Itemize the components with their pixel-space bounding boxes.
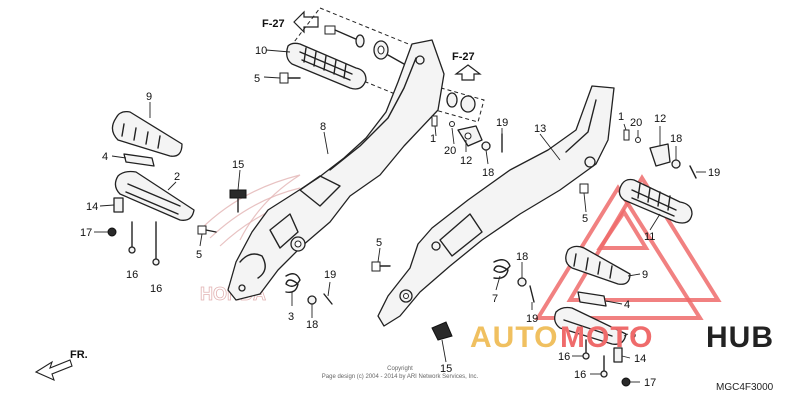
callout-5-right: 5 bbox=[376, 237, 382, 249]
pin-18-left bbox=[307, 295, 317, 305]
copyright-line-1: Copyright bbox=[387, 366, 413, 372]
bolt-17-right bbox=[621, 377, 631, 387]
bolt-group-right bbox=[446, 92, 476, 113]
callout-17-left: 17 bbox=[80, 227, 92, 239]
bolt-17-left bbox=[107, 227, 117, 237]
callout-8: 8 bbox=[320, 121, 326, 133]
footpeg-rubber-9-left bbox=[111, 110, 183, 157]
callout-4-right: 4 bbox=[624, 299, 630, 311]
callout-14-left: 14 bbox=[86, 201, 98, 213]
callout-5-top: 5 bbox=[254, 73, 260, 85]
callout-20-upper: 20 bbox=[444, 145, 456, 157]
spring-7 bbox=[493, 259, 511, 280]
callout-18-right-top: 18 bbox=[670, 133, 682, 145]
callout-18-right: 18 bbox=[516, 251, 528, 263]
callout-19-right: 19 bbox=[526, 313, 538, 325]
bolt-5-right bbox=[371, 261, 391, 272]
bolts-16-left bbox=[128, 221, 160, 266]
callout-16-left-b: 16 bbox=[150, 283, 162, 295]
callout-9-left: 9 bbox=[146, 91, 152, 103]
bolt-top bbox=[324, 25, 405, 65]
callout-3: 3 bbox=[288, 311, 294, 323]
callout-13: 13 bbox=[534, 123, 546, 135]
watermark-auto: AUTO bbox=[470, 321, 558, 354]
callout-10: 10 bbox=[255, 45, 267, 57]
callout-20-right: 20 bbox=[630, 117, 642, 129]
washer-18-upper bbox=[481, 141, 491, 151]
f27-label-right: F-27 bbox=[452, 51, 475, 63]
callout-15-right: 15 bbox=[440, 363, 452, 375]
pin-19-right bbox=[529, 285, 535, 303]
callout-labels: 10 5 9 4 2 14 17 16 16 5 15 8 3 18 19 1 … bbox=[80, 45, 720, 389]
step-holder-left bbox=[227, 39, 445, 301]
callout-16-right-a: 16 bbox=[558, 351, 570, 363]
ball-20-upper bbox=[449, 121, 455, 127]
bolt-5-footpeg bbox=[579, 183, 589, 194]
footpeg-11 bbox=[618, 178, 693, 224]
callout-1-right: 1 bbox=[618, 111, 624, 123]
callout-9-right: 9 bbox=[642, 269, 648, 281]
callout-19-left: 19 bbox=[324, 269, 336, 281]
callout-12-right: 12 bbox=[654, 113, 666, 125]
callout-16-right-b: 16 bbox=[574, 369, 586, 381]
callout-14-right: 14 bbox=[634, 353, 646, 365]
bolts-16-right bbox=[582, 339, 608, 378]
callout-5-footpeg: 5 bbox=[582, 213, 588, 225]
washer-18-right bbox=[517, 277, 527, 287]
footpeg-6 bbox=[554, 306, 627, 345]
callout-12-upper: 12 bbox=[460, 155, 472, 167]
callout-2: 2 bbox=[174, 171, 180, 183]
f27-label-top: F-27 bbox=[262, 18, 285, 30]
collar-14-right bbox=[613, 347, 623, 363]
callout-18-upper: 18 bbox=[482, 167, 494, 179]
step-holder-right bbox=[377, 85, 615, 327]
f27-arrow-top: F-27 bbox=[262, 10, 319, 34]
plate-4-left bbox=[123, 153, 155, 167]
callout-11: 11 bbox=[644, 231, 655, 243]
pin-1-right bbox=[623, 129, 630, 141]
watermark-text: AUTO MOTO HUB bbox=[470, 321, 774, 354]
bolt-15-right bbox=[431, 321, 453, 341]
watermark-moto: MOTO bbox=[560, 321, 653, 354]
callout-6: 6 bbox=[630, 329, 636, 341]
callout-5-mid: 5 bbox=[196, 249, 202, 261]
pin-1-upper bbox=[431, 115, 438, 127]
bracket-12-right bbox=[649, 143, 671, 167]
bolt-5-mid bbox=[197, 225, 217, 235]
callout-4-left: 4 bbox=[102, 151, 108, 163]
ball-20-right bbox=[635, 137, 641, 143]
spring-3 bbox=[285, 273, 301, 294]
diagram-code: MGC4F3000 bbox=[716, 382, 774, 393]
front-arrow-label: FR. bbox=[70, 349, 88, 361]
bolt-5-top bbox=[279, 72, 301, 84]
callout-19-right-top: 19 bbox=[708, 167, 720, 179]
watermark-hub: HUB bbox=[706, 321, 774, 354]
washer-18-right-top bbox=[671, 159, 681, 169]
collar-14-left bbox=[113, 197, 124, 213]
front-arrow: FR. bbox=[34, 349, 88, 382]
callout-1-upper: 1 bbox=[430, 133, 436, 145]
plate-4-right bbox=[577, 291, 607, 307]
callout-19-upper: 19 bbox=[496, 117, 508, 129]
pin-19-right-top bbox=[689, 165, 697, 179]
copyright-line-2: Page design (c) 2004 - 2014 by ARI Netwo… bbox=[322, 374, 479, 380]
callout-7: 7 bbox=[492, 293, 498, 305]
callout-15-left: 15 bbox=[232, 159, 244, 171]
bolt-15-left bbox=[229, 189, 247, 213]
callout-18-left: 18 bbox=[306, 319, 318, 331]
bracket-12-upper bbox=[457, 125, 483, 147]
footpeg-rubber-9-right bbox=[565, 245, 631, 285]
callout-17-right: 17 bbox=[644, 377, 656, 389]
footpeg-10 bbox=[286, 42, 367, 90]
callout-16-left-a: 16 bbox=[126, 269, 138, 281]
f27-arrow-right: F-27 bbox=[452, 51, 482, 81]
leader-lines bbox=[94, 49, 706, 383]
pin-19-left bbox=[323, 293, 333, 305]
footpeg-2 bbox=[114, 170, 195, 221]
